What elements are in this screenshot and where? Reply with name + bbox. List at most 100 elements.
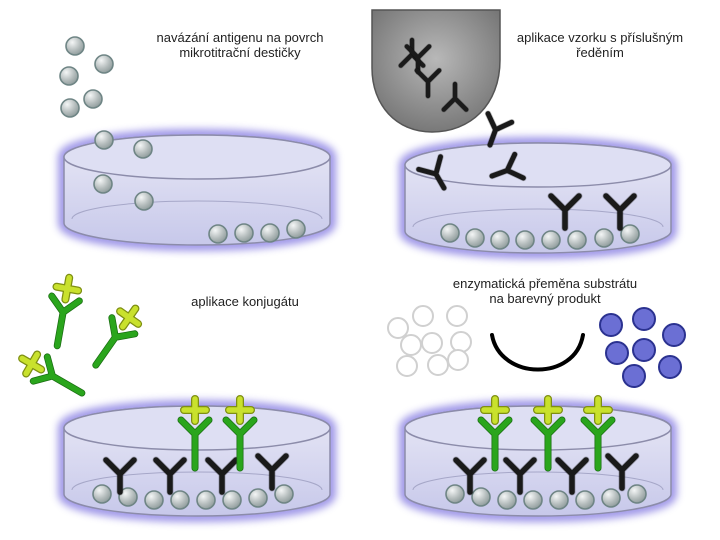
antigen-bead-icon: [620, 224, 640, 244]
substrate-bead-icon: [447, 349, 469, 371]
substrate-bead-icon: [396, 355, 418, 377]
step1-label-line2: mikrotitrační destičky: [179, 45, 301, 60]
antibody-icon: [440, 81, 470, 113]
antibody-arms: [605, 453, 639, 491]
antibody-icon: [502, 456, 538, 496]
antigen-bead-icon: [601, 488, 621, 508]
conjugate-arms: [478, 417, 512, 471]
well-step2: [399, 137, 677, 259]
colored-product-icon: [658, 355, 682, 379]
conjugate-arms: [223, 417, 257, 471]
antibody-arms: [414, 68, 442, 99]
antibody-icon: [452, 456, 488, 496]
enzyme-cross: [534, 396, 562, 424]
antibody-icon: [152, 456, 188, 496]
antigen-bead-icon: [575, 490, 595, 510]
antigen-bead-icon: [118, 487, 138, 507]
antigen-bead-icon: [549, 490, 569, 510]
step4-label-line1: enzymatická přeměna substrátu: [452, 276, 638, 291]
well-floor: [412, 208, 664, 228]
conjugate-icon: [580, 395, 616, 472]
step3-label: aplikace konjugátu: [125, 294, 365, 309]
antigen-bead-icon: [92, 484, 112, 504]
antibody-arms: [485, 111, 515, 148]
enzyme-cross: [181, 396, 209, 424]
conjugate-icon: [177, 395, 213, 472]
antigen-bead-icon: [515, 230, 535, 250]
antibody-arms: [453, 457, 487, 495]
antibody-arms: [603, 193, 637, 231]
step4-label: enzymatická přeměna substrátu na barevný…: [425, 276, 665, 306]
antibody-icon: [547, 192, 583, 232]
step4-label-line2: na barevný produkt: [489, 291, 601, 306]
conjugate-icon: [530, 395, 566, 472]
substrate-bead-icon: [400, 334, 422, 356]
antibody-icon: [413, 67, 443, 99]
antigen-bead-icon: [94, 130, 114, 150]
substrate-bead-icon: [446, 305, 468, 327]
colored-product-icon: [632, 338, 656, 362]
colored-product-icon: [605, 341, 629, 365]
antigen-bead-icon: [134, 191, 154, 211]
conjugate-arms: [30, 354, 85, 396]
antigen-bead-icon: [497, 490, 517, 510]
antigen-bead-icon: [59, 66, 79, 86]
antigen-bead-icon: [60, 98, 80, 118]
antigen-bead-icon: [83, 89, 103, 109]
antigen-bead-icon: [594, 228, 614, 248]
colored-product-icon: [622, 364, 646, 388]
antibody-arms: [153, 457, 187, 495]
substrate-bead-icon: [412, 305, 434, 327]
well-rim: [63, 134, 331, 180]
step2-label-line2: ředěním: [576, 45, 624, 60]
substrate-bead-icon: [387, 317, 409, 339]
enzyme-cross: [19, 351, 44, 377]
antigen-bead-icon: [208, 224, 228, 244]
antigen-bead-icon: [286, 219, 306, 239]
antibody-arms: [441, 81, 469, 112]
antigen-bead-icon: [471, 487, 491, 507]
antigen-bead-icon: [222, 490, 242, 510]
antibody-arms: [548, 193, 582, 231]
step2-label: aplikace vzorku s příslušným ředěním: [480, 30, 720, 60]
items-layer: [18, 9, 686, 510]
antibody-arms: [489, 151, 526, 181]
antigen-bead-icon: [445, 484, 465, 504]
antigen-bead-icon: [260, 223, 280, 243]
colored-product-icon: [599, 313, 623, 337]
step2-label-line1: aplikace vzorku s příslušným: [516, 30, 684, 45]
antibody-icon: [415, 153, 448, 192]
substrate-bead-icon: [450, 331, 472, 353]
antigen-bead-icon: [248, 488, 268, 508]
antigen-bead-icon: [196, 490, 216, 510]
antigen-bead-icon: [523, 490, 543, 510]
antigen-bead-icon: [234, 223, 254, 243]
colored-product-icon: [662, 323, 686, 347]
antibody-icon: [484, 110, 515, 149]
antigen-bead-icon: [133, 139, 153, 159]
well-floor: [71, 471, 323, 491]
step1-label-line1: navázání antigenu na povrch: [156, 30, 324, 45]
substrate-bead-icon: [421, 332, 443, 354]
antigen-bead-icon: [440, 223, 460, 243]
well-rim: [404, 142, 672, 188]
conjugate-icon: [222, 395, 258, 472]
antigen-bead-icon: [65, 36, 85, 56]
antigen-bead-icon: [144, 490, 164, 510]
enzyme-cross: [481, 396, 509, 424]
antibody-arms: [103, 457, 137, 495]
antibody-arms: [555, 457, 589, 495]
antibody-icon: [204, 456, 240, 496]
conjugate-icon: [48, 273, 83, 350]
step3-label-line1: aplikace konjugátu: [191, 294, 299, 309]
antigen-bead-icon: [490, 230, 510, 250]
conjugate-icon: [18, 350, 86, 397]
enzyme-cross: [584, 396, 612, 424]
antigen-bead-icon: [170, 490, 190, 510]
antibody-icon: [602, 192, 638, 232]
antigen-bead-icon: [94, 54, 114, 74]
conjugate-arms: [49, 293, 83, 349]
antibody-icon: [102, 456, 138, 496]
substrate-bead-icon: [427, 354, 449, 376]
